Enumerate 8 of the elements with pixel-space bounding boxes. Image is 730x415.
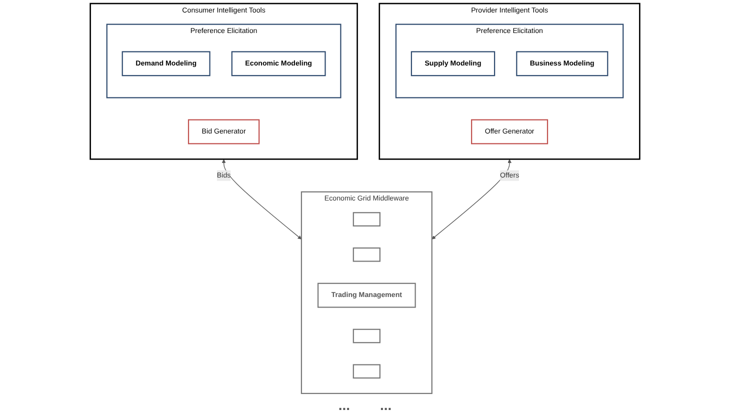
node-box [352,328,380,344]
arrow [222,159,302,240]
ellipsis-text: ... [338,397,350,415]
node-box [352,247,380,262]
node-box [352,212,380,226]
arrow [432,159,512,240]
ellipsis-text: ... [380,397,392,415]
node-box [352,364,380,379]
